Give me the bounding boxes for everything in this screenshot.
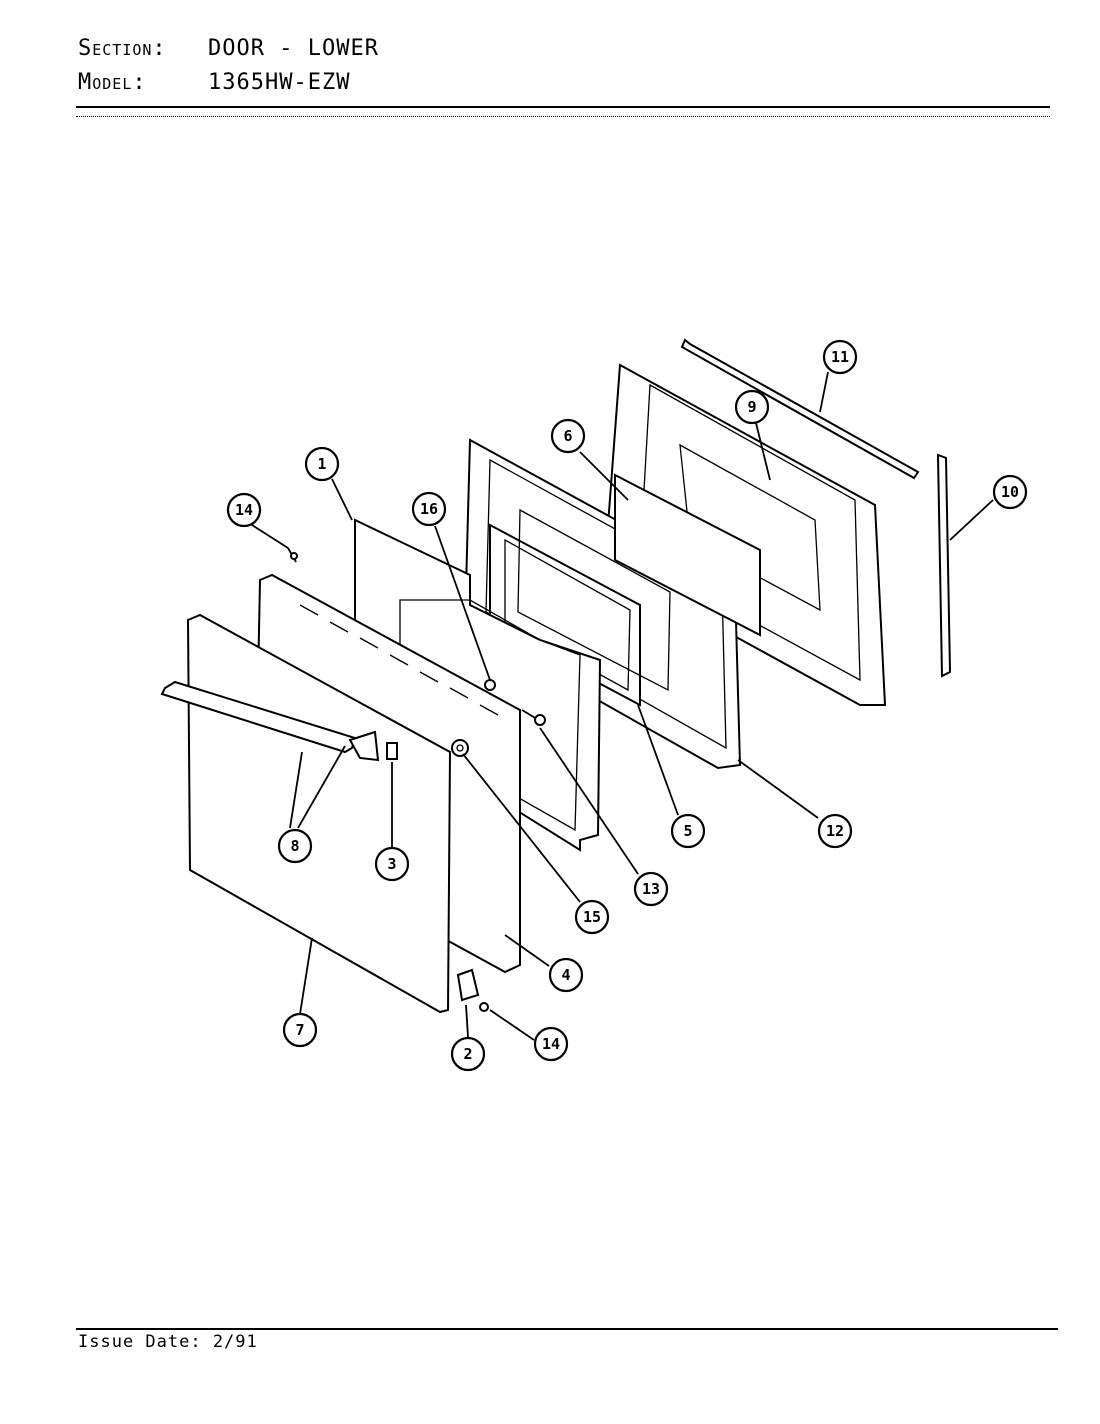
svg-text:8: 8 — [290, 837, 299, 855]
leader-lines — [251, 371, 994, 1041]
callout-10: 10 — [992, 474, 1028, 510]
svg-text:12: 12 — [826, 822, 844, 840]
callout-14-top: 14 — [226, 492, 262, 528]
model-value: 1365HW-EZW — [208, 70, 351, 95]
footer-rule — [76, 1328, 1058, 1330]
part-screw-13 — [521, 709, 546, 726]
callout-4: 4 — [548, 957, 584, 993]
part-hinge-bracket — [456, 968, 480, 1002]
header-rule-dotted — [76, 116, 1050, 117]
section-header: Section: DOOR - LOWER — [78, 36, 379, 61]
callout-9: 9 — [734, 389, 770, 425]
svg-text:11: 11 — [831, 348, 849, 366]
part-screw-14-bottom — [479, 1002, 489, 1012]
svg-text:4: 4 — [561, 966, 570, 984]
svg-text:13: 13 — [642, 880, 660, 898]
callout-7: 7 — [282, 1012, 318, 1048]
part-grommet — [451, 739, 469, 757]
part-screw-14-top — [287, 547, 298, 563]
svg-text:1: 1 — [317, 455, 326, 473]
header-rule — [76, 106, 1050, 108]
svg-text:10: 10 — [1001, 483, 1019, 501]
callout-14-bottom: 14 — [533, 1026, 569, 1062]
part-handle — [160, 680, 380, 762]
svg-text:14: 14 — [235, 501, 253, 519]
part-top-trim — [680, 338, 920, 480]
part-insulation — [614, 473, 761, 637]
callout-13: 13 — [633, 871, 669, 907]
svg-text:14: 14 — [542, 1035, 560, 1053]
svg-text:5: 5 — [683, 822, 692, 840]
svg-text:6: 6 — [563, 427, 572, 445]
callout-2: 2 — [450, 1036, 486, 1072]
svg-text:3: 3 — [387, 855, 396, 873]
callout-1: 1 — [304, 446, 340, 482]
part-window-frame — [489, 508, 671, 707]
svg-text:7: 7 — [295, 1021, 304, 1039]
issue-date: Issue Date: 2/91 — [78, 1332, 258, 1352]
svg-text:16: 16 — [420, 500, 438, 518]
part-clip-16 — [484, 679, 496, 691]
callout-15: 15 — [574, 899, 610, 935]
callout-16: 16 — [411, 491, 447, 527]
callout-5: 5 — [670, 813, 706, 849]
callout-11: 11 — [822, 339, 858, 375]
callout-12: 12 — [817, 813, 853, 849]
callout-6: 6 — [550, 418, 586, 454]
part-side-trim — [936, 453, 952, 678]
svg-text:15: 15 — [583, 908, 601, 926]
model-label: Model: — [78, 70, 147, 95]
callout-8: 8 — [277, 828, 313, 864]
svg-text:2: 2 — [463, 1045, 472, 1063]
section-label: Section: — [78, 36, 167, 61]
callout-3: 3 — [374, 846, 410, 882]
part-handle-bracket — [386, 742, 398, 760]
section-value: DOOR - LOWER — [208, 36, 379, 61]
model-header: Model: 1365HW-EZW — [78, 70, 350, 95]
svg-text:9: 9 — [747, 398, 756, 416]
